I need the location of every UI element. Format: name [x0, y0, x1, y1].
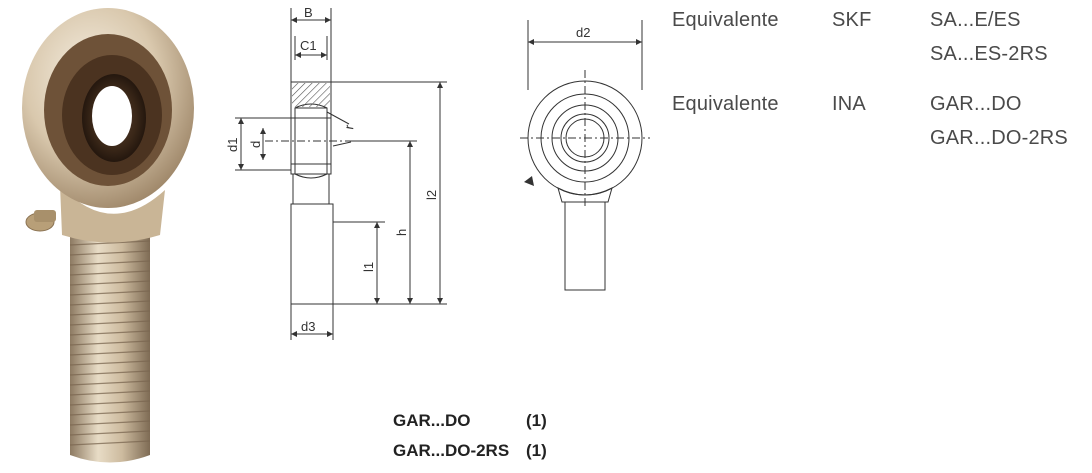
model-note-1: (1): [526, 411, 547, 430]
equivalent-ina-model-2: GAR...DO-2RS: [930, 127, 1068, 149]
model-code-2: GAR...DO-2RS: [393, 441, 510, 460]
side-section-drawing: B C1 d1 d r l2 h l1 d3: [225, 5, 447, 340]
dim-label-h: h: [394, 229, 409, 236]
rod-end-photo: [22, 8, 194, 463]
equivalent-skf-brand: SKF: [832, 9, 872, 31]
model-code-1: GAR...DO: [393, 411, 471, 430]
dim-label-r: r: [341, 123, 357, 131]
equivalent-skf-model-2: SA...ES-2RS: [930, 43, 1048, 65]
dim-label-d2: d2: [576, 25, 590, 40]
model-note-2: (1): [526, 441, 547, 460]
equivalent-ina-brand: INA: [832, 93, 866, 115]
dim-label-l2: l2: [424, 190, 439, 200]
dim-label-d3: d3: [301, 319, 315, 334]
equivalent-ina-model-1: GAR...DO: [930, 93, 1022, 115]
dim-label-l1: l1: [361, 262, 376, 272]
dim-label-b: B: [304, 5, 313, 20]
front-view-drawing: d2: [520, 20, 650, 291]
dim-label-d1: d1: [225, 138, 240, 152]
equivalent-ina-label: Equivalente: [672, 93, 779, 115]
dim-label-c1: C1: [300, 38, 317, 53]
dim-label-d: d: [248, 141, 263, 148]
equivalent-skf-label: Equivalente: [672, 9, 779, 31]
equivalent-skf-model-1: SA...E/ES: [930, 9, 1021, 31]
